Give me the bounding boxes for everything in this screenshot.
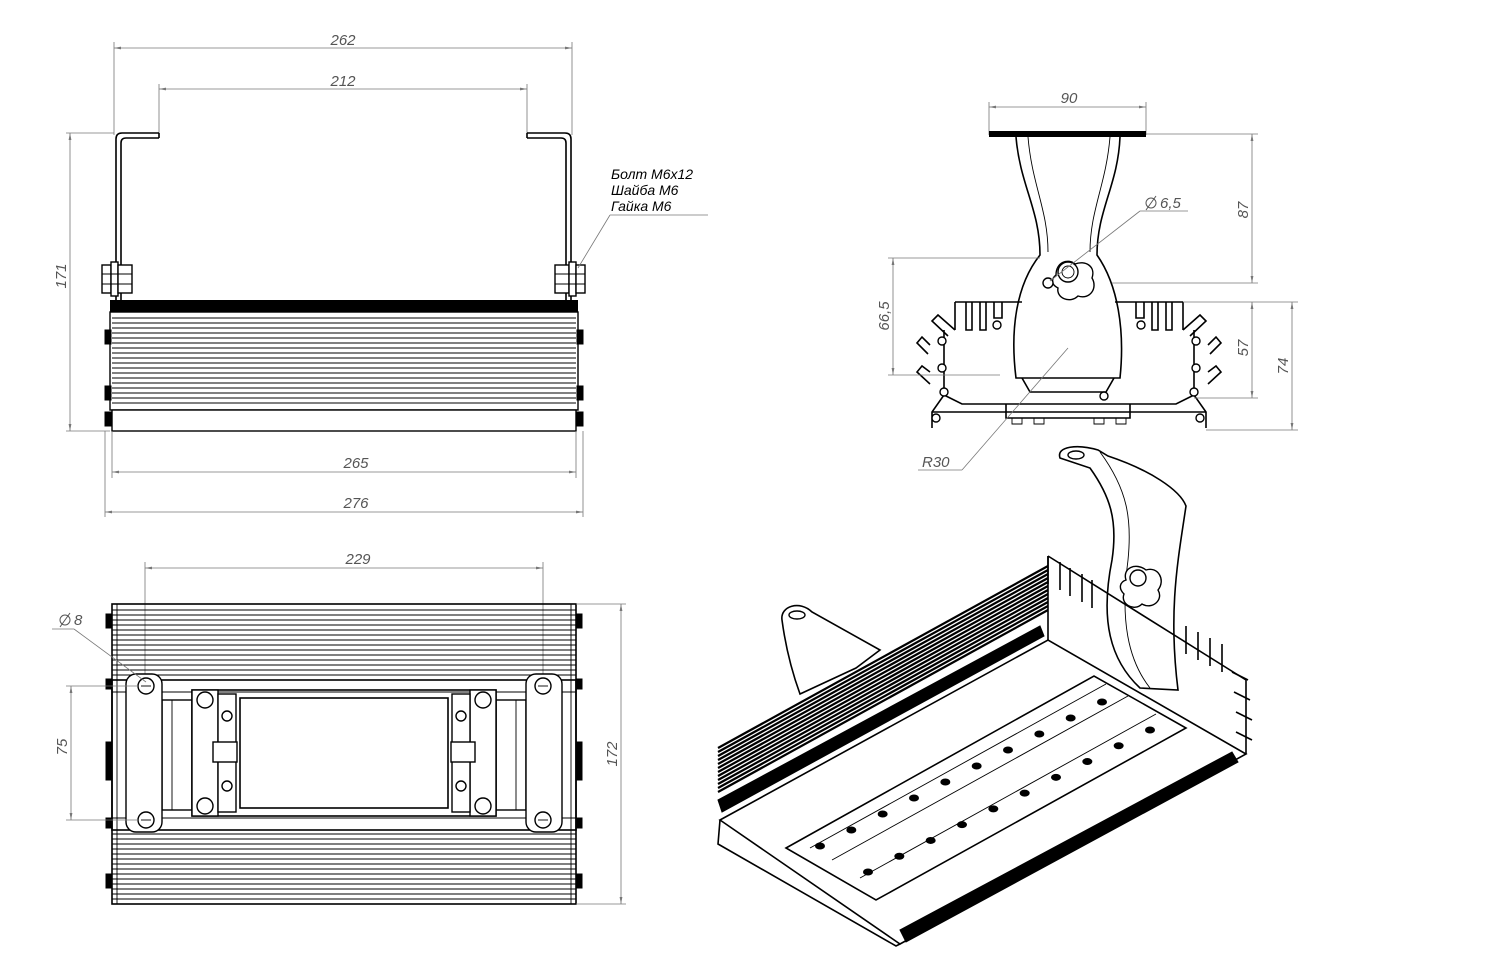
dim-57: 57 <box>1235 339 1252 356</box>
luminaire-body-front <box>104 300 584 432</box>
dim-212: 212 <box>329 73 356 90</box>
bracket-bolt-right <box>554 261 586 297</box>
heatsink-rib <box>717 565 1049 749</box>
dim-171: 171 <box>53 263 70 288</box>
screw-head <box>1019 789 1030 797</box>
screw-head <box>863 868 873 876</box>
screw-head <box>1097 698 1107 706</box>
screw-head <box>877 810 888 818</box>
dim-276: 276 <box>342 495 369 512</box>
bottom-view: 229 <box>52 551 626 905</box>
note-washer: Шайба М6 <box>611 182 679 198</box>
note-bolt: Болт М6х12 <box>611 166 693 182</box>
heatsink-rib <box>717 569 1049 753</box>
heatsink-rib <box>717 609 1049 793</box>
screw-head <box>971 762 982 770</box>
driver-housing <box>191 689 497 817</box>
isometric-view <box>717 445 1253 947</box>
side-view: 90 <box>876 90 1298 471</box>
dim-r30: R30 <box>922 454 950 471</box>
dim-90: 90 <box>1061 90 1078 107</box>
heatsink-rib <box>717 589 1049 773</box>
diameter-symbol-6-5 <box>1145 195 1157 211</box>
screw-head <box>988 805 999 813</box>
screw-head <box>846 826 857 834</box>
dim-172: 172 <box>604 741 621 767</box>
dim-hole-8: 8 <box>74 612 83 629</box>
bracket-arm <box>1013 136 1123 379</box>
dim-75: 75 <box>54 738 71 755</box>
heatsink-rib <box>717 573 1049 757</box>
screw-head <box>1113 742 1124 750</box>
screw-head <box>1003 746 1013 754</box>
dim-87: 87 <box>1235 201 1252 218</box>
diameter-symbol-8 <box>59 612 71 628</box>
heatsink-rib <box>717 601 1049 785</box>
heatsink-rib <box>717 597 1049 781</box>
front-view: 262 212 <box>53 32 708 517</box>
screw-head <box>1034 730 1045 738</box>
heatsink-rib <box>717 593 1049 777</box>
note-nut: Гайка М6 <box>611 198 672 214</box>
heatsink-rib <box>717 585 1049 769</box>
screw-head <box>1145 726 1155 734</box>
screw-head <box>894 852 905 860</box>
mount-plate <box>989 131 1146 137</box>
screw-head <box>1082 758 1093 766</box>
screw-head <box>940 778 951 786</box>
dim-229: 229 <box>344 551 371 568</box>
screw-head <box>1065 714 1076 722</box>
mount-pad-left <box>125 673 163 833</box>
dim-hole-6-5: 6,5 <box>1160 195 1182 212</box>
heatsink-rib <box>717 605 1049 789</box>
screw-head <box>815 842 825 850</box>
dim-265: 265 <box>342 455 369 472</box>
screw-head <box>1051 773 1061 781</box>
screw-head <box>957 821 967 829</box>
heatsink-rib <box>717 581 1049 765</box>
screw-head <box>909 794 919 802</box>
heatsink-rib <box>717 577 1049 761</box>
dim-66-5: 66,5 <box>876 301 893 331</box>
bracket-bolt-left <box>101 261 133 297</box>
dim-262: 262 <box>329 32 356 49</box>
mount-pad-right <box>525 673 563 833</box>
heatsink-side <box>915 301 1223 428</box>
mounting-bracket <box>115 132 159 300</box>
screw-head <box>925 836 936 844</box>
dim-74: 74 <box>1275 358 1292 375</box>
